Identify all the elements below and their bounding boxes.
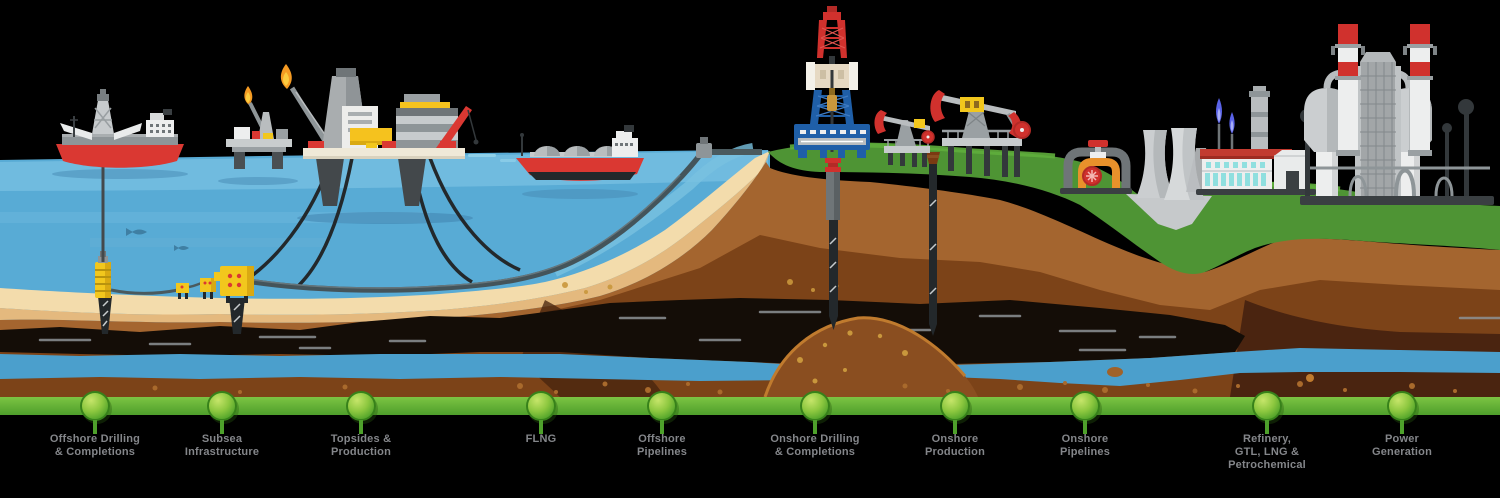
stage-stem (1265, 420, 1269, 434)
flng-tanker-icon (516, 125, 644, 181)
subsea-pipeline-icon (253, 137, 712, 293)
stage-label: Subsea Infrastructure (184, 433, 260, 458)
stage-node[interactable] (80, 391, 110, 421)
wellbore-icon (825, 152, 940, 336)
stage-node[interactable] (1387, 391, 1417, 421)
stage-node[interactable] (1252, 391, 1282, 421)
seabed-sand-illustration (0, 151, 770, 323)
stage-label: Topsides & Production (330, 433, 392, 458)
pumpjack-icon (874, 90, 1031, 177)
buried-pipeline-stub (712, 149, 762, 155)
stage-stem (1083, 420, 1087, 434)
power-plant-icon (1300, 24, 1494, 205)
stage-node[interactable] (647, 391, 677, 421)
stage-node[interactable] (207, 391, 237, 421)
fish-icon (126, 228, 189, 251)
aquifer-icon (0, 348, 1500, 386)
stage-label: FLNG (525, 433, 557, 445)
stage-stem (220, 420, 224, 434)
stage-node[interactable] (1070, 391, 1100, 421)
lng-tank-domes (534, 146, 620, 156)
stage-node[interactable] (526, 391, 556, 421)
stage-stem (539, 420, 543, 434)
stage-stem (359, 420, 363, 434)
drillship-icon (56, 89, 184, 262)
stage-label: Power Generation (1371, 433, 1433, 458)
stage-node[interactable] (346, 391, 376, 421)
stage-label: Refinery, GTL, LNG & Petrochemical (1228, 433, 1306, 471)
stage-label: Onshore Production (924, 433, 986, 458)
refinery-icon (1186, 86, 1316, 195)
stage-stem (953, 420, 957, 434)
stage-stem (1400, 420, 1404, 434)
buried-rock-mound-illustration (152, 279, 1457, 398)
striped-chimney-icon (1331, 24, 1365, 156)
subsea-manifold-icon (110, 266, 254, 334)
stage-label: Onshore Pipelines (1059, 433, 1111, 458)
stage-node[interactable] (940, 391, 970, 421)
stage-node[interactable] (800, 391, 830, 421)
semi-submersible-platform-icon (226, 86, 292, 169)
stage-label: Onshore Drilling & Completions (770, 433, 860, 458)
striped-chimney-icon (1403, 24, 1437, 156)
stage-label: Offshore Drilling & Completions (49, 433, 141, 458)
production-platform-icon (280, 64, 479, 206)
stage-stem (813, 420, 817, 434)
stage-stem (93, 420, 97, 434)
stage-label: Offshore Pipelines (636, 433, 688, 458)
soil-speckles (152, 367, 1457, 395)
stage-stem (660, 420, 664, 434)
onshore-drilling-rig-icon (794, 6, 870, 158)
pipeline-valve-station-icon (1060, 140, 1132, 194)
